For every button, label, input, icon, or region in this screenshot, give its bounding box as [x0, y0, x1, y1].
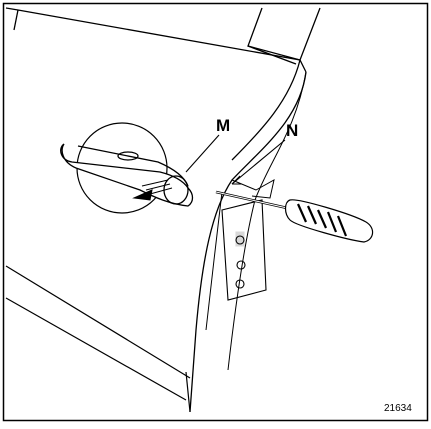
latch-hole-2 — [236, 260, 246, 270]
leader-m — [185, 134, 220, 173]
latch-hole-3 — [235, 279, 245, 289]
frame-border — [2, 2, 429, 422]
screwdriver — [215, 190, 374, 243]
callout-m: M — [216, 116, 230, 135]
latch-hole-1 — [235, 235, 245, 245]
door-panel — [5, 7, 307, 413]
figure-ref-number: 21634 — [384, 403, 412, 414]
handle-arrow — [132, 179, 173, 201]
leader-n — [231, 139, 286, 185]
door-sill — [5, 265, 191, 413]
arrow-n — [231, 175, 242, 185]
latch-plate — [221, 199, 267, 301]
door-handle — [60, 143, 194, 207]
callout-n: N — [286, 121, 298, 140]
window-frame — [247, 7, 321, 65]
leader-lines — [185, 134, 286, 185]
